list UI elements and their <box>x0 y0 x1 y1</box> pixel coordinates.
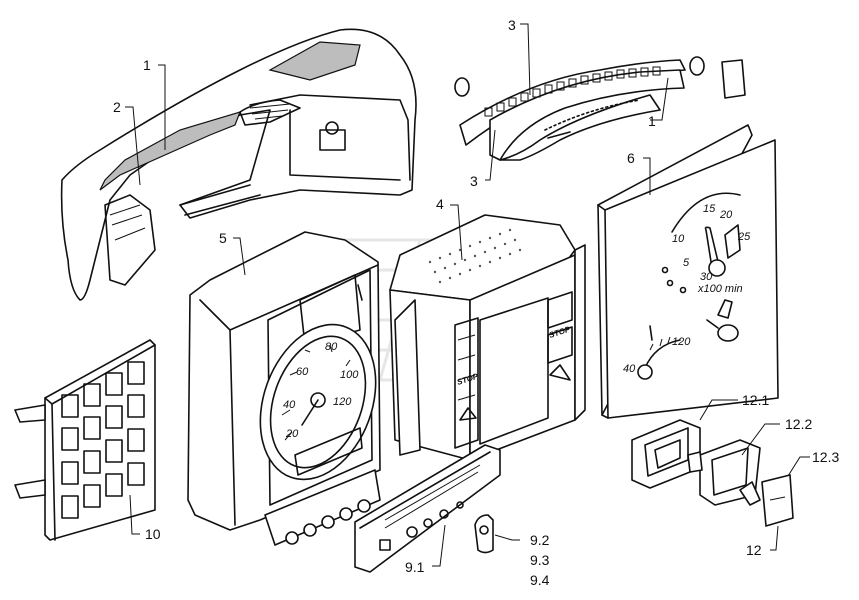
switch-panel-slots <box>61 361 145 519</box>
callout-5: 5 <box>219 230 227 246</box>
callout-4: 4 <box>436 196 444 212</box>
callout-10: 10 <box>145 526 161 542</box>
callout-6: 6 <box>627 150 635 166</box>
callout-9-2: 9.2 <box>530 532 550 548</box>
clip-part <box>721 59 746 99</box>
callout-1-strip: 1 <box>648 113 656 129</box>
tachometer-panel: 10 15 20 25 5 30 x100 min 40 120 <box>597 124 779 419</box>
front-plate <box>354 444 501 573</box>
tacho-tick: 30 <box>700 271 713 283</box>
control-module: STOP STOP <box>389 214 586 461</box>
speed-tick: 80 <box>325 341 338 353</box>
cover-top-window <box>268 41 361 81</box>
knob-small-right <box>689 56 705 76</box>
callout-12-2: 12.2 <box>785 416 812 432</box>
tacho-tick: 10 <box>672 233 685 245</box>
speed-tick: 120 <box>333 396 352 408</box>
tacho-arc <box>671 192 741 233</box>
callout-12-3: 12.3 <box>812 449 839 465</box>
speed-tick: 60 <box>296 366 309 378</box>
speed-tick: 40 <box>283 399 296 411</box>
callout-2: 2 <box>113 99 121 115</box>
switch-cap <box>761 474 794 527</box>
callout-3-lower: 3 <box>470 173 478 189</box>
speed-tick: 100 <box>340 369 359 381</box>
speedometer-housing: 20 40 60 80 100 120 <box>187 231 381 546</box>
switch-strip-cells <box>484 66 661 117</box>
callout-9-3: 9.3 <box>530 552 550 568</box>
temp-tick: 40 <box>623 363 636 375</box>
switch-strip <box>454 56 746 161</box>
callout-12-1: 12.1 <box>742 392 769 408</box>
tacho-tick: 5 <box>683 257 690 269</box>
callout-9-4: 9.4 <box>530 572 550 588</box>
temp-tick: 120 <box>672 336 691 348</box>
callout-12: 12 <box>746 542 762 558</box>
switch-assembly <box>631 419 794 527</box>
speed-tick: 20 <box>285 428 299 440</box>
switch-9-2 <box>474 514 494 554</box>
dashboard-cover <box>60 28 417 301</box>
leader-lines <box>125 23 810 567</box>
callout-1: 1 <box>143 57 151 73</box>
tacho-tick: 15 <box>703 203 716 215</box>
switch-panel <box>14 339 156 541</box>
callout-9-1: 9.1 <box>405 559 425 575</box>
vent-dots <box>428 228 522 284</box>
tacho-tick: 20 <box>719 209 733 221</box>
callout-labels: 1 2 3 3 1 4 5 6 10 9.1 9.2 9.3 9.4 12.1 … <box>113 17 839 588</box>
tacho-unit: x100 min <box>697 283 743 295</box>
callout-3: 3 <box>508 17 516 33</box>
knob-small <box>454 77 470 97</box>
tacho-tick: 25 <box>737 231 751 243</box>
